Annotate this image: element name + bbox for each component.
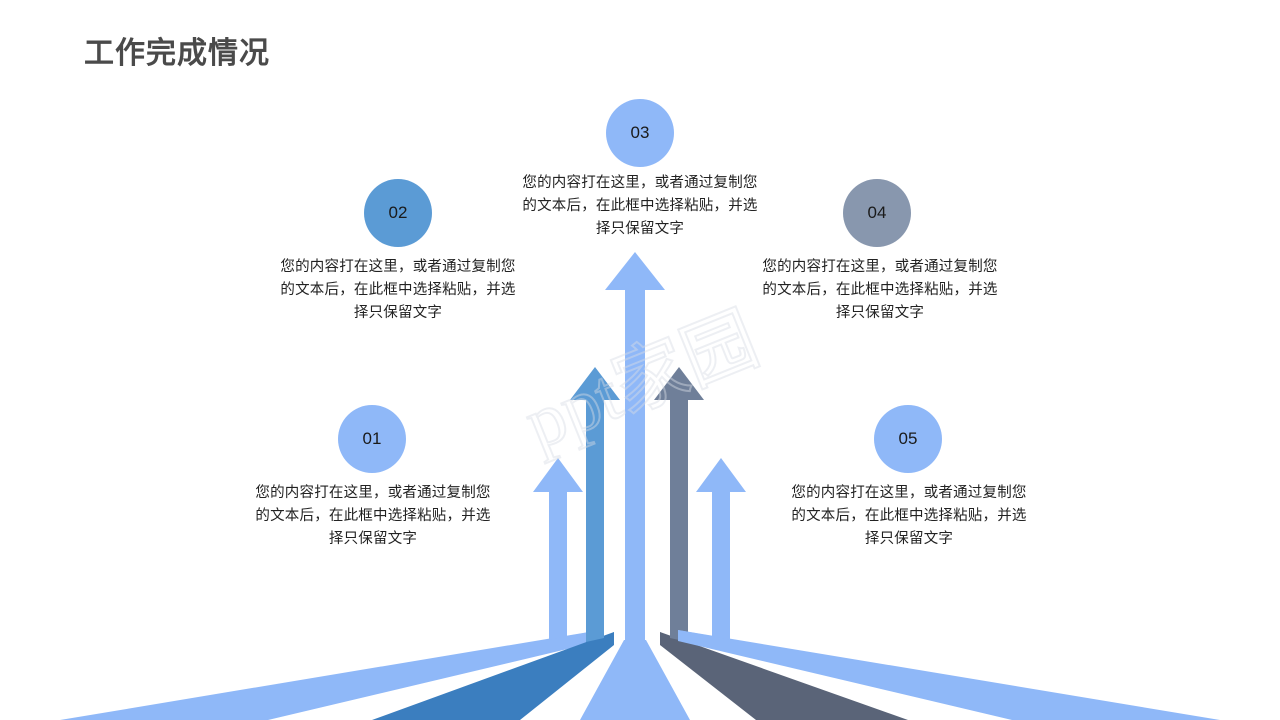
node-01-description: 您的内容打在这里，或者通过复制您的文本后，在此框中选择粘贴，并选择只保留文字 [255, 485, 491, 547]
road-arrow-04 [654, 367, 908, 720]
node-03-description: 您的内容打在这里，或者通过复制您的文本后，在此框中选择粘贴，并选择只保留文字 [522, 175, 758, 237]
node-04-description: 您的内容打在这里，或者通过复制您的文本后，在此框中选择粘贴，并选择只保留文字 [762, 259, 998, 321]
node-03-number-badge[interactable]: 03 [606, 99, 674, 167]
node-05-number-badge[interactable]: 05 [874, 405, 942, 473]
page-title: 工作完成情况 [84, 37, 270, 70]
node-05-description: 您的内容打在这里，或者通过复制您的文本后，在此框中选择粘贴，并选择只保留文字 [791, 485, 1027, 547]
road-arrow-05 [678, 458, 1220, 720]
node-03-number: 03 [630, 123, 650, 142]
road-arrow-03 [580, 252, 690, 720]
node-01-number-badge[interactable]: 01 [338, 405, 406, 473]
node-02-number-badge[interactable]: 02 [364, 179, 432, 247]
node-02-number: 02 [388, 203, 408, 222]
node-02-description: 您的内容打在这里，或者通过复制您的文本后，在此框中选择粘贴，并选择只保留文字 [280, 259, 516, 321]
road-arrow-02 [372, 367, 620, 720]
node-05-number: 05 [898, 429, 918, 448]
node-04-number: 04 [867, 203, 887, 222]
node-01-number: 01 [362, 429, 382, 448]
node-04-number-badge[interactable]: 04 [843, 179, 911, 247]
